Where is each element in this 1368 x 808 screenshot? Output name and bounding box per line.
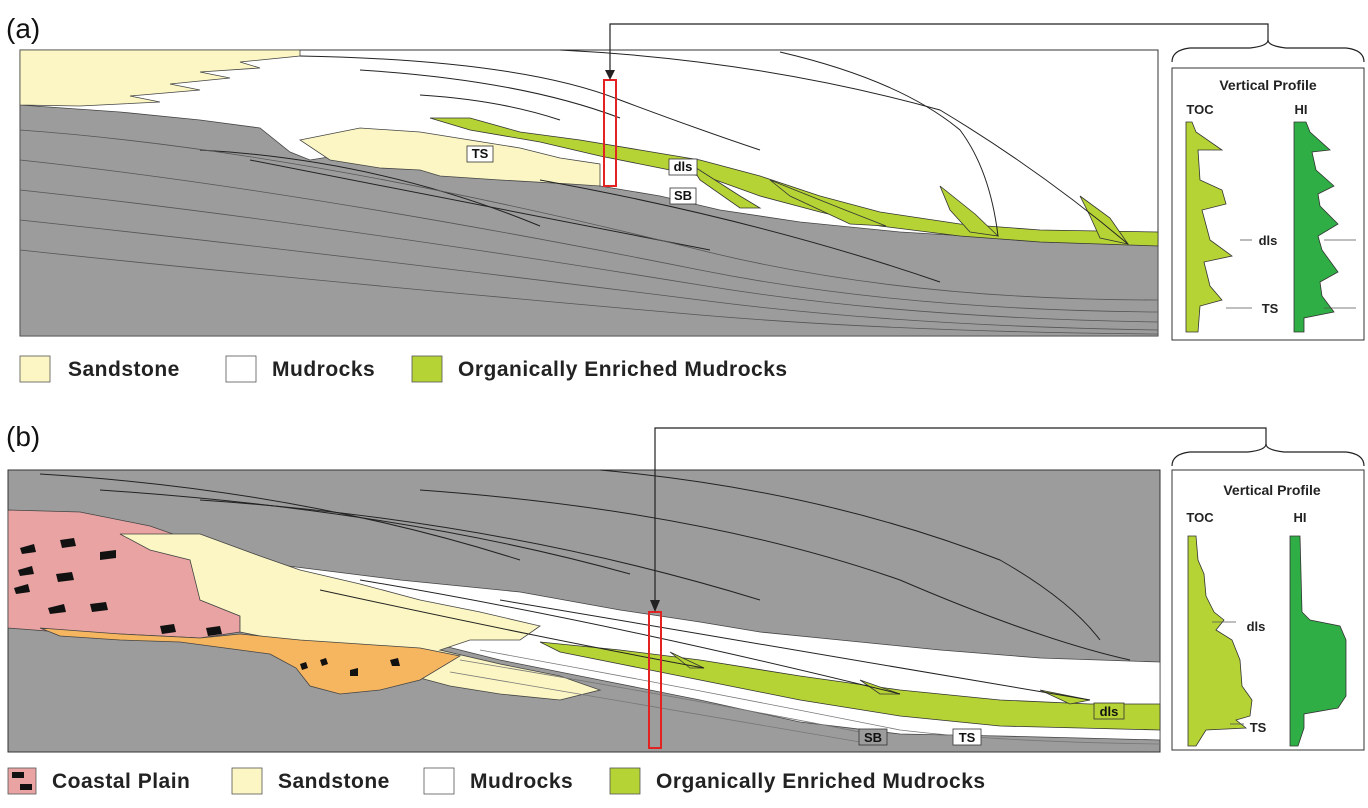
legend-swatch-organic: [411, 355, 443, 383]
clinoform-lines: [199, 49, 1129, 283]
sandstone-tongues: [119, 533, 602, 701]
legend-label-coastal-plain: Coastal Plain: [52, 770, 190, 793]
panel-a-vertical-profile: Vertical Profile TOC HI dls TS: [1171, 67, 1365, 341]
svg-text:TS: TS: [472, 146, 489, 161]
legend-label-organic: Organically Enriched Mudrocks: [458, 358, 788, 381]
grey-bedding-lines: [19, 129, 1159, 335]
profile-toc-header: TOC: [1186, 102, 1214, 117]
label-sb: SB: [858, 728, 888, 746]
panel-a-legend: Sandstone Mudrocks Organically Enriched …: [19, 355, 788, 383]
shelf-lines: [449, 649, 1161, 745]
sandstone-wedge-lower: [298, 127, 601, 187]
label-ts: TS: [952, 728, 982, 746]
legend-label-sandstone: Sandstone: [278, 770, 390, 793]
panel-a-connector: [605, 23, 1365, 80]
orange-shoreface: [39, 627, 462, 695]
legend-label-mudrocks: Mudrocks: [470, 770, 573, 793]
panel-b-letter: (b): [6, 421, 40, 452]
clinoform-lines: [39, 469, 1131, 701]
profile-title: Vertical Profile: [1219, 77, 1316, 93]
svg-text:TS: TS: [959, 730, 976, 745]
label-dls: dls: [668, 158, 698, 176]
profile-toc-header: TOC: [1186, 510, 1214, 525]
clasts: [14, 538, 400, 676]
profile-dls-label: dls: [1259, 233, 1278, 248]
legend-swatch-sandstone: [19, 355, 51, 383]
svg-text:SB: SB: [864, 730, 882, 745]
legend-swatch-sandstone: [231, 767, 263, 795]
panel-a-cross-section: TS dls SB: [19, 49, 1159, 337]
profile-ts-label: TS: [1250, 720, 1267, 735]
profile-hi-header: HI: [1294, 510, 1307, 525]
organic-tongue-2: [769, 179, 887, 227]
panel-b: (b): [6, 421, 1365, 795]
profile-hi-header: HI: [1295, 102, 1308, 117]
organic-tongue-4: [1079, 195, 1129, 245]
hi-curve: [1289, 535, 1347, 747]
panel-a-letter: (a): [6, 13, 40, 44]
legend-swatch-organic: [609, 767, 641, 795]
label-sb: SB: [669, 187, 697, 205]
legend-swatch-mudrocks: [225, 355, 257, 383]
legend-swatch-mudrocks: [423, 767, 455, 795]
panel-b-cross-section: dls SB TS: [7, 469, 1161, 753]
toc-curve: [1187, 535, 1253, 747]
profile-title: Vertical Profile: [1223, 482, 1320, 498]
panel-a: (a): [6, 13, 1365, 383]
sandstone-wedge-upper: [19, 49, 301, 107]
panel-b-legend: Coastal Plain Sandstone Mudrocks Organic…: [7, 767, 986, 795]
profile-dls-label: dls: [1247, 619, 1266, 634]
legend-swatch-coastal-plain: [7, 767, 37, 795]
toc-curve: [1185, 121, 1233, 333]
panel-b-connector: [650, 427, 1365, 612]
label-dls: dls: [1093, 702, 1125, 720]
organic-tongue-3: [939, 185, 1000, 237]
legend-label-sandstone: Sandstone: [68, 358, 180, 381]
label-ts: TS: [466, 145, 494, 163]
svg-text:SB: SB: [674, 188, 692, 203]
profile-ts-label: TS: [1262, 301, 1279, 316]
svg-text:dls: dls: [1100, 704, 1119, 719]
svg-text:dls: dls: [674, 159, 693, 174]
legend-label-mudrocks: Mudrocks: [272, 358, 375, 381]
organic-band-main: [429, 117, 1159, 247]
legend-label-organic: Organically Enriched Mudrocks: [656, 770, 986, 793]
hi-curve: [1293, 121, 1339, 333]
organic-tongue-1: [669, 651, 705, 669]
organic-tongue-1: [689, 163, 762, 209]
panel-b-vertical-profile: Vertical Profile TOC HI dls TS: [1171, 469, 1365, 751]
